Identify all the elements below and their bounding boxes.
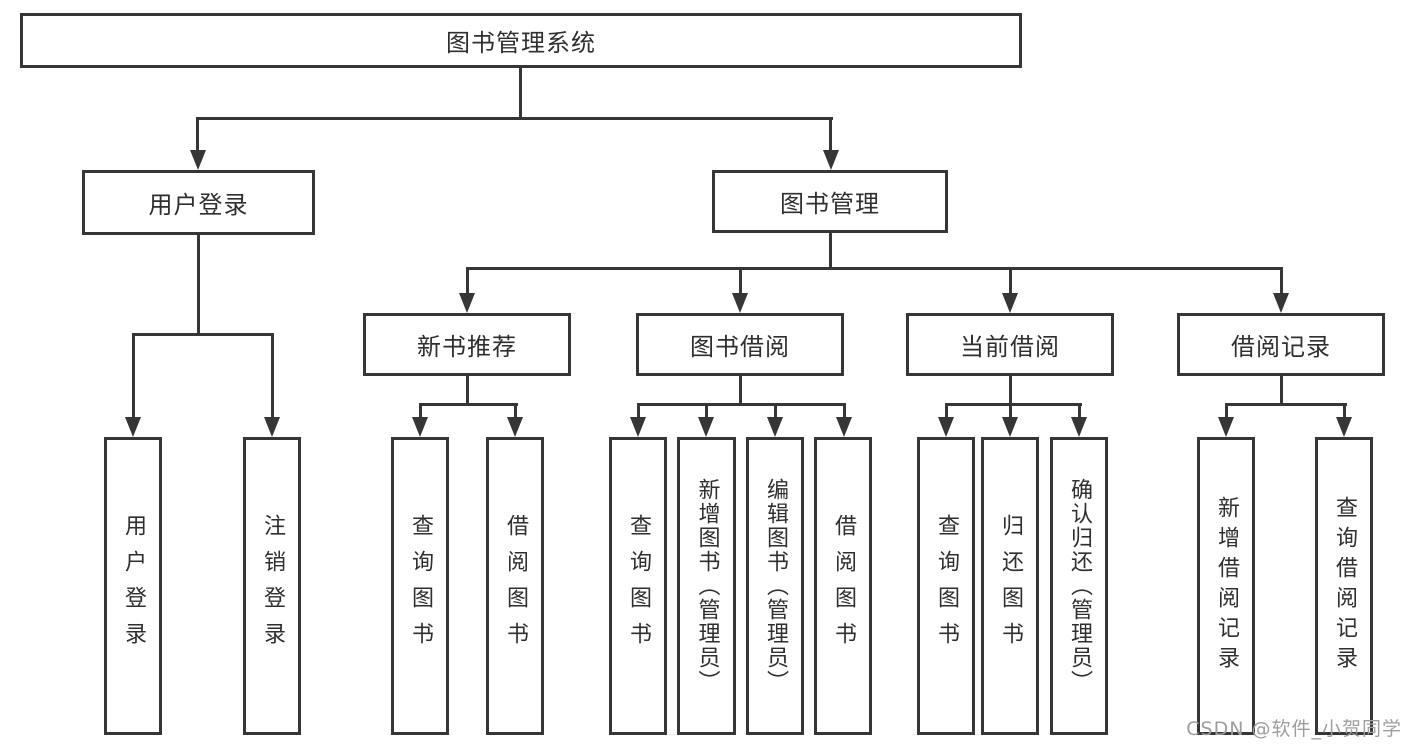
arrow-down-icon — [630, 417, 646, 437]
leaf-rec-borrow-book: 借阅图书 — [486, 437, 544, 735]
arrow-down-icon — [412, 417, 428, 437]
arrow-down-icon — [732, 293, 748, 313]
leaf-current-query-book: 查询图书 — [917, 437, 975, 735]
connector-line — [1009, 403, 1012, 420]
arrow-down-icon — [1218, 417, 1234, 437]
leaf-return-book-label: 归还图书 — [998, 514, 1023, 658]
node-user-login-branch: 用户登录 — [82, 170, 315, 235]
leaf-borrow-query-book: 查询图书 — [609, 437, 667, 735]
node-new-book-recommendation: 新书推荐 — [363, 313, 571, 376]
leaf-add-borrow-record: 新增借阅记录 — [1197, 437, 1255, 735]
connector-line — [466, 376, 469, 406]
connector-line — [197, 117, 833, 120]
node-book-management-branch: 图书管理 — [712, 170, 948, 233]
arrow-down-icon — [698, 417, 714, 437]
node-root-label: 图书管理系统 — [446, 29, 596, 57]
connector-line — [637, 403, 846, 406]
leaf-current-query-book-label: 查询图书 — [934, 514, 959, 658]
leaf-user-login: 用户登录 — [104, 437, 162, 735]
leaf-confirm-return-admin: 确认归还（管理员） — [1050, 437, 1108, 735]
arrow-down-icon — [938, 417, 954, 437]
connector-line — [466, 267, 469, 297]
connector-line — [132, 333, 274, 336]
leaf-user-login-label: 用户登录 — [121, 514, 146, 658]
arrow-down-icon — [1002, 293, 1018, 313]
connector-line — [705, 403, 708, 420]
leaf-borrow-borrow-book-label: 借阅图书 — [831, 514, 856, 658]
connector-line — [466, 267, 1283, 270]
connector-line — [774, 403, 777, 420]
leaf-rec-query-book: 查询图书 — [391, 437, 449, 735]
leaf-borrow-borrow-book: 借阅图书 — [814, 437, 872, 735]
arrow-down-icon — [507, 417, 523, 437]
connector-line — [271, 333, 274, 419]
connector-line — [945, 403, 1082, 406]
connector-line — [1280, 267, 1283, 297]
node-user-login-branch-label: 用户登录 — [148, 191, 249, 219]
connector-line — [739, 376, 742, 406]
leaf-edit-book-admin: 编辑图书（管理员） — [746, 437, 804, 735]
node-root-library-system: 图书管理系统 — [20, 13, 1022, 68]
connector-line — [1225, 403, 1228, 420]
node-book-borrowing-label: 图书借阅 — [690, 333, 790, 361]
watermark: CSDN @软件_小贺同学 — [1186, 718, 1402, 740]
connector-line — [1009, 376, 1012, 406]
arrow-down-icon — [767, 417, 783, 437]
node-borrowing-records-label: 借阅记录 — [1231, 333, 1331, 361]
arrow-down-icon — [836, 417, 852, 437]
leaf-add-book-admin-label: 新增图书（管理员） — [694, 478, 720, 694]
leaf-logout-label: 注销登录 — [260, 514, 285, 658]
arrow-down-icon — [1336, 417, 1352, 437]
arrow-down-icon — [823, 150, 839, 170]
arrow-down-icon — [1002, 417, 1018, 437]
connector-line — [1225, 403, 1347, 406]
arrow-down-icon — [1071, 417, 1087, 437]
leaf-query-borrow-record: 查询借阅记录 — [1315, 437, 1373, 735]
leaf-return-book: 归还图书 — [981, 437, 1039, 735]
node-new-book-recommendation-label: 新书推荐 — [417, 333, 517, 361]
connector-line — [1078, 403, 1081, 420]
leaf-query-borrow-record-label: 查询借阅记录 — [1332, 496, 1357, 676]
connector-line — [132, 333, 135, 419]
connector-line — [1280, 376, 1283, 406]
leaf-rec-borrow-book-label: 借阅图书 — [503, 514, 528, 658]
connector-line — [196, 117, 199, 153]
arrow-down-icon — [459, 293, 475, 313]
connector-line — [637, 403, 640, 420]
connector-line — [829, 117, 832, 153]
arrow-down-icon — [1273, 293, 1289, 313]
connector-line — [1343, 403, 1346, 420]
connector-line — [519, 68, 522, 118]
connector-line — [514, 403, 517, 420]
arrow-down-icon — [264, 417, 280, 437]
connector-line — [419, 403, 422, 420]
connector-line — [843, 403, 846, 420]
leaf-edit-book-admin-label: 编辑图书（管理员） — [763, 478, 788, 694]
arrow-down-icon — [125, 417, 141, 437]
leaf-confirm-return-admin-label: 确认归还（管理员） — [1067, 478, 1092, 694]
leaf-borrow-query-book-label: 查询图书 — [626, 514, 651, 658]
connector-line — [1009, 267, 1012, 297]
connector-line — [829, 233, 832, 270]
connector-line — [197, 235, 200, 336]
leaf-add-borrow-record-label: 新增借阅记录 — [1214, 496, 1239, 676]
leaf-add-book-admin: 新增图书（管理员） — [677, 437, 736, 735]
connector-line — [419, 403, 518, 406]
leaf-rec-query-book-label: 查询图书 — [408, 514, 433, 658]
connector-line — [739, 267, 742, 297]
leaf-logout: 注销登录 — [243, 437, 301, 735]
arrow-down-icon — [190, 150, 206, 170]
node-borrowing-records: 借阅记录 — [1177, 313, 1385, 376]
node-book-management-branch-label: 图书管理 — [780, 190, 880, 218]
node-book-borrowing: 图书借阅 — [636, 313, 844, 376]
connector-line — [945, 403, 948, 420]
node-current-borrowing-label: 当前借阅 — [960, 333, 1060, 361]
node-current-borrowing: 当前借阅 — [906, 313, 1114, 376]
